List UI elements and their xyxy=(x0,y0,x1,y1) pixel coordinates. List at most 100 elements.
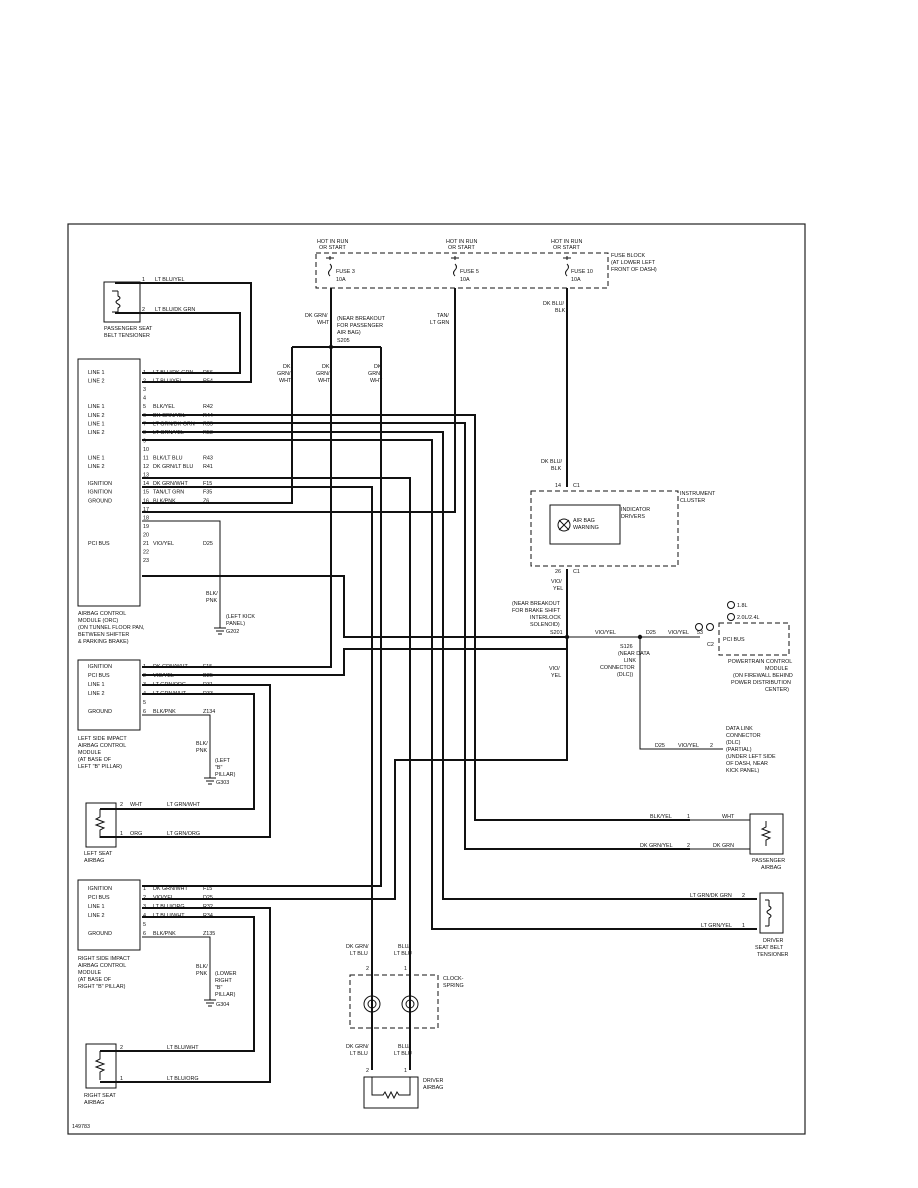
clockspring-right-wire-2: LT BLU xyxy=(394,951,412,957)
right_module-wire-3: LT BLU/ORG xyxy=(153,904,185,910)
orc-module-label-5: & PARKING BRAKE) xyxy=(78,639,129,645)
right_module-circuit-2: D25 xyxy=(203,895,213,901)
right-seat-wire2: LT BLU/WHT xyxy=(167,1045,199,1051)
left-seat-pin1: 1 xyxy=(120,831,123,837)
right-seat-pin1: 1 xyxy=(120,1076,123,1082)
wire-r54 xyxy=(115,282,252,383)
clockspring-pin-r: 1 xyxy=(404,966,407,972)
s126-note-2: LINK xyxy=(624,658,636,664)
left_module-pin-5: 5 xyxy=(143,700,146,706)
driver-airbag: DK GRN/ LT BLU BLU/ LT BLU 2 1 DRIVER AI… xyxy=(346,1044,443,1109)
left-seat-airbag: 2 WHT LT GRN/WHT 1 ORG LT GRN/ORG LEFT S… xyxy=(84,802,201,864)
fuse5-hot-label: HOT IN RUN xyxy=(446,239,477,245)
orc-wire-15: TAN/LT GRN xyxy=(153,490,184,496)
driver-airbag-label-1: DRIVER xyxy=(423,1078,443,1084)
orc-pin-4: 4 xyxy=(143,396,146,402)
dlc-label-6: OF DASH, NEAR xyxy=(726,761,768,767)
fuse-block-label-1: FUSE BLOCK xyxy=(611,253,646,259)
left_module-wire-3: LT GRN/ORG xyxy=(153,682,186,688)
right_module-pin-1: 1 xyxy=(143,886,146,892)
orc-label-15: IGNITION xyxy=(88,490,112,496)
wire-harness xyxy=(100,282,757,1083)
right-module-label-1: RIGHT SIDE IMPACT xyxy=(78,956,131,962)
clockspring-coil-left-icon xyxy=(363,995,381,1013)
left-module-label-3: MODULE xyxy=(78,750,101,756)
right-seat-pin2: 2 xyxy=(120,1045,123,1051)
left-module-box xyxy=(77,659,141,731)
cluster-feed-wire-1: DK BLU/ xyxy=(541,459,562,465)
wire-r53 xyxy=(142,439,757,930)
right_module-label-4: LINE 2 xyxy=(88,913,104,919)
right-module-box xyxy=(77,879,141,951)
passenger-airbag-label-1: PASSENGER xyxy=(752,858,785,864)
cluster-out-wire-1: VIO/ xyxy=(551,579,562,585)
left_module-circuit-3: R31 xyxy=(203,682,213,688)
passenger-airbag-wire-a: BLK/YEL xyxy=(650,814,672,820)
wire-r34 xyxy=(100,916,255,1052)
left_module-pin-4: 4 xyxy=(143,691,146,697)
s205-left-wire-2: GRN/ xyxy=(277,371,291,377)
orc-wire-14: DK GRN/WHT xyxy=(153,481,188,487)
orc-pin-1: 1 xyxy=(143,370,146,376)
right-ground-wire-1: BLK/ xyxy=(196,964,208,970)
right_module-label-3: LINE 1 xyxy=(88,904,104,910)
orc-label-1: LINE 1 xyxy=(88,370,104,376)
orc-pin-5: 5 xyxy=(143,404,146,410)
s205-right-wire-2: GRN/ xyxy=(368,371,382,377)
right_module-wire-4: LT BLU/WHT xyxy=(153,913,185,919)
orc-label-12: LINE 2 xyxy=(88,464,104,470)
left-seat-inner2: WHT xyxy=(130,802,143,808)
left-seat-inner1: ORG xyxy=(130,831,142,837)
cluster-out-wire-2: YEL xyxy=(553,586,563,592)
orc-pin-14: 14 xyxy=(143,481,149,487)
right_module-pin-5: 5 xyxy=(143,922,146,928)
dlc-label-2: CONNECTOR xyxy=(726,733,761,739)
left_module-wire-1: DK GRN/WHT xyxy=(153,664,188,670)
orc-module-label-4: BETWEEN SHIFTER xyxy=(78,632,129,638)
fuse3-hot-label-2: OR START xyxy=(319,245,346,251)
driver-airbag-squib-icon xyxy=(371,1077,411,1100)
indicator-drivers-2: DRIVERS xyxy=(621,514,645,520)
dlc-circuit: D25 xyxy=(655,743,665,749)
s201-splice-dot xyxy=(564,634,570,640)
fuse-block-label-2: (AT LOWER LEFT xyxy=(611,260,656,266)
right-ground-note-2: RIGHT xyxy=(215,978,232,984)
pcm-label-2: MODULE xyxy=(765,666,788,672)
diagram-frame xyxy=(67,223,806,1135)
driver-tensioner-wire2: LT GRN/DK GRN xyxy=(690,893,732,899)
clockspring: DK GRN/ LT BLU BLU/ LT BLU 2 1 CLOCK- SP… xyxy=(346,944,464,1029)
orc-pin-3: 3 xyxy=(143,387,146,393)
left_module-circuit-4: R33 xyxy=(203,691,213,697)
left_module-circuit-1: F15 xyxy=(203,664,212,670)
right-ground-note-1: (LOWER xyxy=(215,971,237,977)
orc-circuit-1: R56 xyxy=(203,370,213,376)
left_module-wire-2: VIO/YEL xyxy=(153,673,174,679)
right_module-label-6: GROUND xyxy=(88,931,112,937)
passenger-airbag-pin-a: 1 xyxy=(687,814,690,820)
ground-g304-icon xyxy=(204,999,216,1007)
clockspring-left-wire-1: DK GRN/ xyxy=(346,944,369,950)
left_module-circuit-2: D25 xyxy=(203,673,213,679)
s126-note-3: CONNECTOR xyxy=(600,665,635,671)
left_module-label-6: GROUND xyxy=(88,709,112,715)
passenger-airbag-pin-b: 2 xyxy=(687,843,690,849)
wire-r56 xyxy=(115,312,241,374)
orc-circuit-2: R54 xyxy=(203,379,213,385)
legend-1-8l-icon xyxy=(727,601,735,609)
right_module-pin-3: 3 xyxy=(143,904,146,910)
passenger-airbag-inner-b: DK GRN xyxy=(713,843,734,849)
wire-r33 xyxy=(100,693,255,810)
pcm-label-3: (ON FIREWALL BEHIND xyxy=(733,673,793,679)
passenger-airbag-inner-a: WHT xyxy=(722,814,735,820)
clockspring-label-1: CLOCK- xyxy=(443,976,464,982)
orc-pin-17: 17 xyxy=(143,507,149,513)
cluster-outline xyxy=(530,490,679,567)
cluster-label-1: INSTRUMENT xyxy=(680,491,716,497)
s126-note-4: (DLC)) xyxy=(617,672,633,678)
orc-pin-10: 10 xyxy=(143,447,149,453)
ground-g202-icon xyxy=(214,627,226,635)
orc-pin-13: 13 xyxy=(143,473,149,479)
fuse3-hot-label: HOT IN RUN xyxy=(317,239,348,245)
